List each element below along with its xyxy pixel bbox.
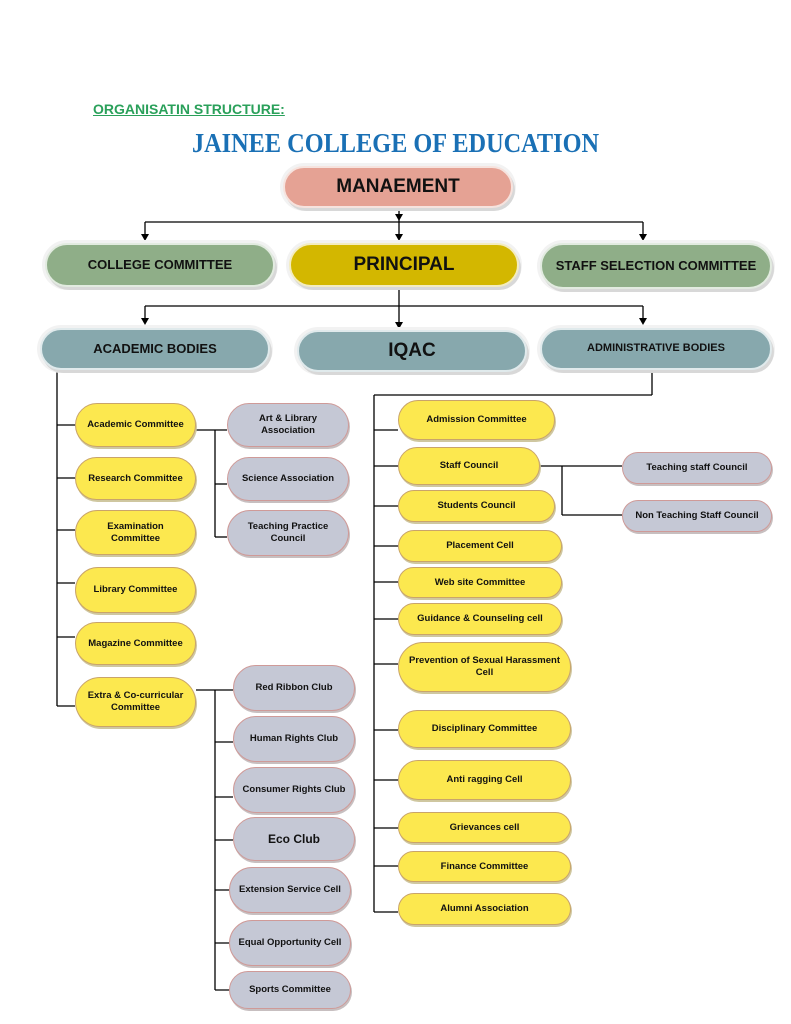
examination-committee-node: Examination Committee <box>75 510 196 555</box>
grievances-cell-node: Grievances cell <box>398 812 571 843</box>
library-committee-node: Library Committee <box>75 567 196 613</box>
sports-committee-node: Sports Committee <box>229 971 351 1009</box>
staff-council-node: Staff Council <box>398 447 540 485</box>
science-association-node: Science Association <box>227 457 349 501</box>
extension-service-cell-node: Extension Service Cell <box>229 867 351 913</box>
admission-committee-node: Admission Committee <box>398 400 555 440</box>
disciplinary-committee-node: Disciplinary Committee <box>398 710 571 748</box>
students-council-node: Students Council <box>398 490 555 522</box>
equal-opportunity-cell-node: Equal Opportunity Cell <box>229 920 351 966</box>
college-title: JAINEE COLLEGE OF EDUCATION <box>191 128 600 158</box>
college-committee-node: COLLEGE COMMITTEE <box>45 243 275 287</box>
prevention-sexual-harassment-node: Prevention of Sexual Harassment Cell <box>398 642 571 692</box>
art-library-association-node: Art & Library Association <box>227 403 349 447</box>
alumni-association-node: Alumni Association <box>398 893 571 925</box>
iqac-node: IQAC <box>297 330 527 372</box>
academic-committee-node: Academic Committee <box>75 403 196 447</box>
magazine-committee-node: Magazine Committee <box>75 622 196 665</box>
red-ribbon-club-node: Red Ribbon Club <box>233 665 355 711</box>
teaching-staff-council-node: Teaching staff Council <box>622 452 772 484</box>
human-rights-club-node: Human Rights Club <box>233 716 355 762</box>
website-committee-node: Web site Committee <box>398 567 562 598</box>
anti-ragging-cell-node: Anti ragging Cell <box>398 760 571 800</box>
consumer-rights-club-node: Consumer Rights Club <box>233 767 355 813</box>
staff-selection-node: STAFF SELECTION COMMITTEE <box>540 243 772 289</box>
placement-cell-node: Placement Cell <box>398 530 562 562</box>
management-node: MANAEMENT <box>283 166 513 208</box>
academic-bodies-node: ACADEMIC BODIES <box>40 328 270 370</box>
page-heading: ORGANISATIN STRUCTURE: <box>93 101 285 117</box>
finance-committee-node: Finance Committee <box>398 851 571 882</box>
eco-club-node: Eco Club <box>233 817 355 861</box>
research-committee-node: Research Committee <box>75 457 196 500</box>
extra-cocurricular-node: Extra & Co-curricular Committee <box>75 677 196 727</box>
teaching-practice-council-node: Teaching Practice Council <box>227 510 349 556</box>
administrative-bodies-node: ADMINISTRATIVE BODIES <box>540 328 772 370</box>
non-teaching-staff-council-node: Non Teaching Staff Council <box>622 500 772 532</box>
principal-node: PRINCIPAL <box>289 243 519 287</box>
guidance-counseling-node: Guidance & Counseling cell <box>398 603 562 635</box>
